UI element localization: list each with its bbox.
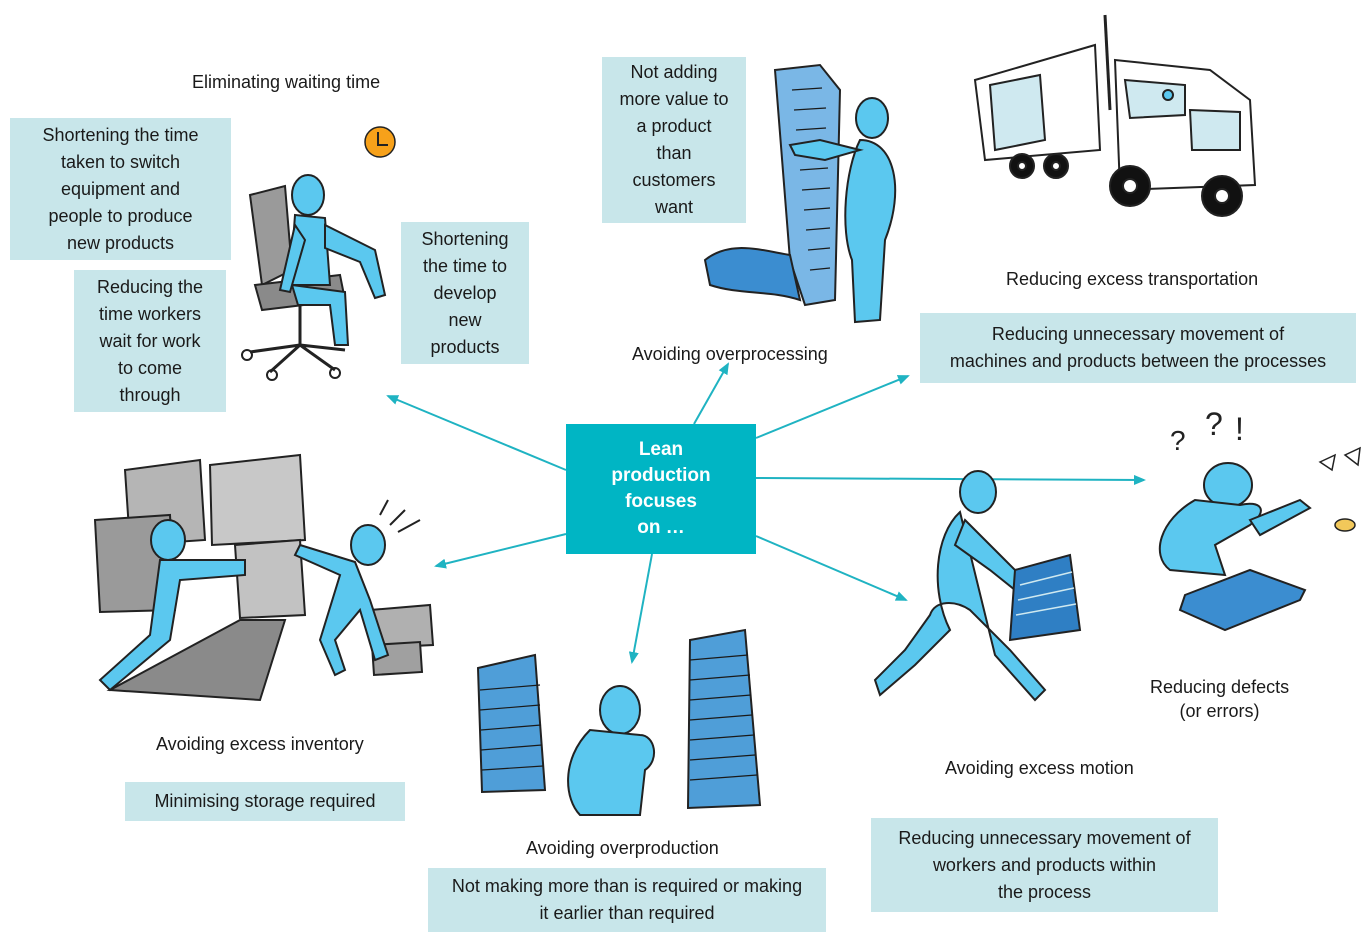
scroll-figure-illustration <box>703 63 897 324</box>
clock-icon <box>364 126 396 158</box>
motion-box: Reducing unnecessary movement of workers… <box>871 818 1218 912</box>
inventory-illustration <box>93 453 435 702</box>
arrow-motion <box>755 535 908 601</box>
arrow-inventory <box>434 533 567 569</box>
arrows <box>386 362 1146 664</box>
inventory-title: Avoiding excess inventory <box>156 734 364 754</box>
waiting-develop-box: Shortening the time to develop new produ… <box>401 222 529 364</box>
arrow-overproduction <box>628 553 653 664</box>
overproduction-box: Not making more than is required or maki… <box>428 868 826 932</box>
chair-figure-illustration <box>241 174 387 381</box>
overproduction-illustration <box>476 628 762 816</box>
defects-title: Reducing defects (or errors) <box>1150 677 1290 721</box>
overprocessing-box: Not adding more value to a product than … <box>602 57 746 223</box>
truck-illustration <box>973 14 1257 217</box>
inventory-box: Minimising storage required <box>125 782 405 821</box>
svg-text:!: ! <box>1235 411 1244 447</box>
overprocessing-title: Avoiding overprocessing <box>632 344 828 364</box>
arrow-defects <box>755 474 1146 485</box>
waiting-switch-box: Shortening the time taken to switch equi… <box>10 118 231 260</box>
svg-text:?: ? <box>1205 406 1223 442</box>
transportation-title: Reducing excess transportation <box>1006 269 1259 289</box>
center-box: Lean production focuses on … <box>566 424 756 554</box>
arrow-overprocessing <box>693 362 729 425</box>
motion-figure-illustration <box>873 470 1082 702</box>
arrow-waiting <box>386 395 567 471</box>
waiting-workers-box: Reducing the time workers wait for work … <box>74 270 226 412</box>
arrow-transportation <box>755 375 910 439</box>
overproduction-title: Avoiding overproduction <box>526 838 719 858</box>
motion-title: Avoiding excess motion <box>945 758 1134 778</box>
defects-figure-illustration: ? ? ! <box>1158 406 1361 632</box>
svg-text:?: ? <box>1170 425 1186 456</box>
waiting-title: Eliminating waiting time <box>192 72 381 92</box>
transportation-box: Reducing unnecessary movement of machine… <box>920 313 1356 383</box>
